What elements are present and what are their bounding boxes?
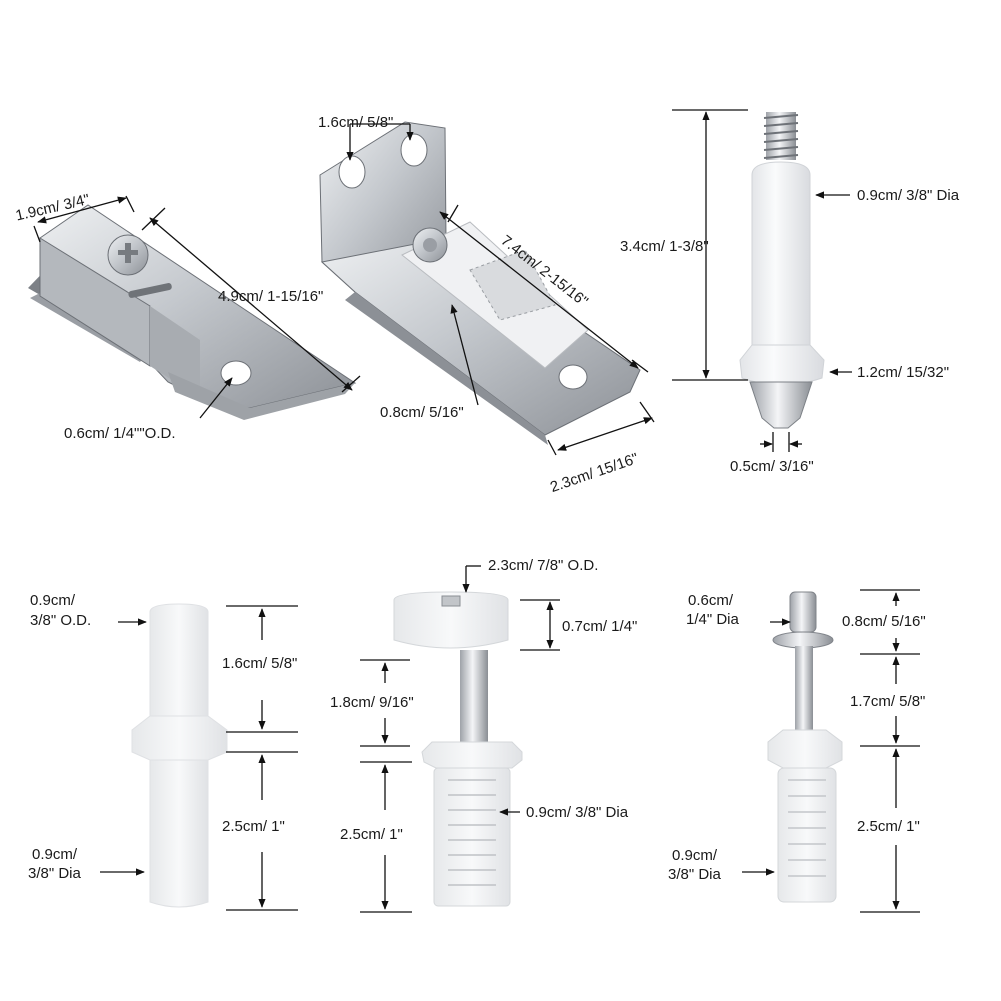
- nylon-pin-top-height-label: 1.6cm/ 5/8": [222, 655, 298, 672]
- clip-length-label: 4.9cm/ 1-15/16": [218, 288, 324, 305]
- bracket-hole-label: 0.8cm/ 5/16": [380, 404, 464, 421]
- spring-pivot-part: [767, 591, 843, 903]
- roller-guide-part: [393, 591, 523, 907]
- nylon-pin-dia-label-2: 3/8" Dia: [28, 865, 81, 882]
- pivot-tip-label: 0.5cm/ 3/16": [730, 458, 814, 475]
- clip-hole-label: 0.6cm/ 1/4""O.D.: [64, 425, 176, 442]
- spring-sleeve-label: 2.5cm/ 1": [857, 818, 920, 835]
- spring-pin-height-label: 0.8cm/ 5/16": [842, 613, 926, 630]
- spring-pin-label-2: 1/4" Dia: [686, 611, 739, 628]
- nylon-pin-bottom-height-label: 2.5cm/ 1": [222, 818, 285, 835]
- nylon-pin-dia-label-1: 0.9cm/: [32, 846, 78, 863]
- bracket-part: [319, 121, 641, 445]
- spring-dia-label-1: 0.9cm/: [672, 847, 718, 864]
- pivot-collar-label: 1.2cm/ 15/32": [857, 364, 950, 381]
- dimension-lines: [33, 109, 920, 913]
- nylon-pin-part: [131, 603, 228, 908]
- spring-dia-label-2: 3/8" Dia: [668, 866, 721, 883]
- pivot-diameter-label: 0.9cm/ 3/8" Dia: [857, 187, 960, 204]
- nylon-pin-od-label-2: 3/8" O.D.: [30, 612, 92, 629]
- spring-shaft-label: 1.7cm/ 5/8": [850, 693, 926, 710]
- bracket-slots-label: 1.6cm/ 5/8": [318, 114, 394, 131]
- clip-part: [28, 204, 357, 420]
- roller-shaft-label: 1.8cm/ 9/16": [330, 694, 414, 711]
- pivot-height-label: 3.4cm/ 1-3/8": [620, 238, 709, 255]
- nylon-pin-od-label-1: 0.9cm/: [30, 592, 76, 609]
- roller-dia-label: 0.9cm/ 3/8" Dia: [526, 804, 629, 821]
- threaded-pivot-part: [739, 112, 825, 429]
- roller-wheel-od-label: 2.3cm/ 7/8" O.D.: [488, 557, 599, 574]
- roller-sleeve-label: 2.5cm/ 1": [340, 826, 403, 843]
- roller-wheel-height-label: 0.7cm/ 1/4": [562, 618, 638, 635]
- spring-pin-label-1: 0.6cm/: [688, 592, 734, 609]
